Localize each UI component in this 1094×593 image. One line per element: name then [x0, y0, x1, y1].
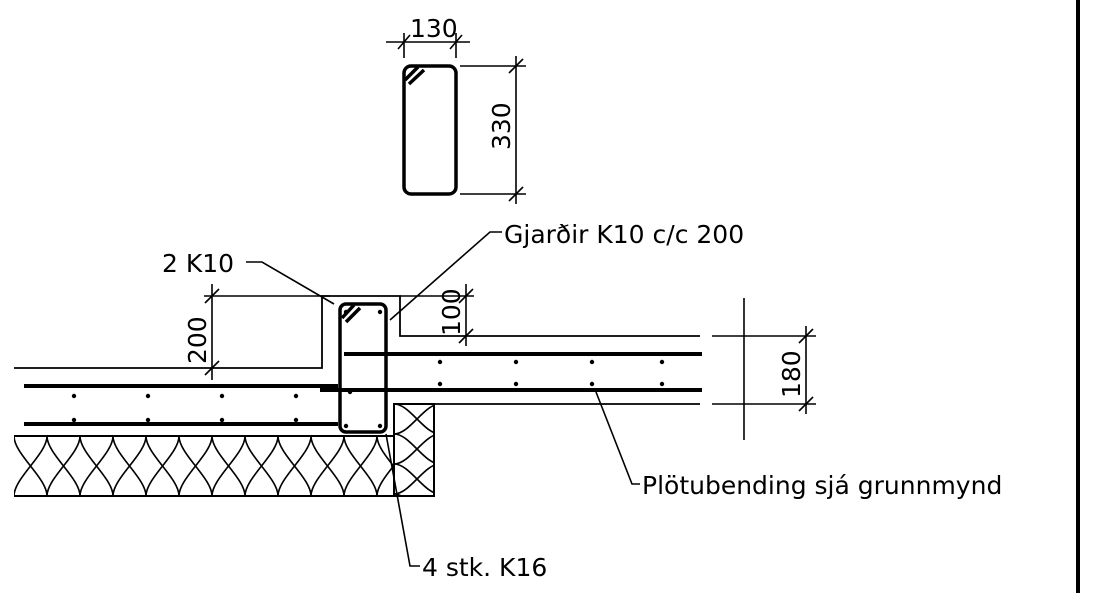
beam-stirrup-hook-2 [344, 306, 362, 324]
bottom-bars-label: 4 stk. K16 [422, 553, 547, 582]
beam-depth-tick-top [204, 288, 220, 304]
width-tick-left [397, 34, 411, 50]
step-tick-top [458, 288, 474, 304]
stirrup-hook-1 [403, 65, 420, 82]
top-bars-label: 2 K10 [162, 249, 234, 278]
height-tick-top [508, 58, 524, 74]
slab-thickness-tick-top [798, 328, 814, 344]
section-width-dim: 130 [410, 14, 458, 43]
beam-depth-dim: 200 [183, 316, 212, 364]
width-tick-right [449, 34, 463, 50]
stirrups-leader [389, 231, 502, 321]
step-tick-bottom [458, 328, 474, 344]
slab-reinf-leader [595, 391, 640, 485]
height-tick-bottom [508, 186, 524, 202]
beam-stirrup [338, 302, 388, 434]
stirrup-outline [402, 64, 458, 196]
section-height-dim: 330 [487, 102, 516, 150]
step-dim: 100 [437, 288, 466, 336]
slab-reinf-label: Plötubending sjá grunnmynd [642, 471, 1002, 500]
beam-depth-tick-bottom [204, 360, 220, 376]
slab-thickness-dim: 180 [777, 350, 806, 398]
top-bars-leader [246, 261, 335, 305]
concrete-outline-lower [393, 403, 700, 436]
stirrup-hook-2 [407, 68, 426, 86]
stirrups-label: Gjarðir K10 c/c 200 [504, 220, 744, 249]
slab-beam-detail: 200 100 180 2 K10 Gjarðir K10 c/c 200 Pl… [14, 220, 1002, 582]
slab-thickness-tick-bottom [798, 396, 814, 412]
insulation-horizontal [14, 436, 394, 496]
distribution-bars [71, 309, 665, 429]
stirrup-cross-section: 130 330 [386, 14, 526, 204]
bottom-bars-leader [385, 433, 420, 567]
insulation-vertical [393, 403, 435, 497]
concrete-outline [14, 295, 700, 369]
